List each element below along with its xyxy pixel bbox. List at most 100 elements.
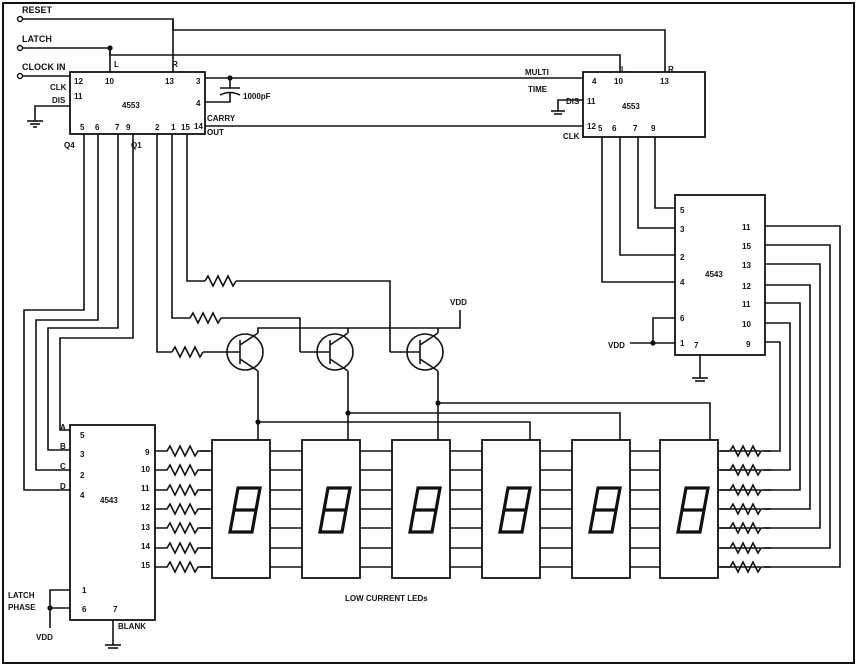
out-label: OUT (207, 128, 224, 137)
ic1-pin12: 12 (74, 77, 83, 86)
ic4-pin6: 6 (82, 605, 87, 614)
ic2-pin4: 4 (592, 77, 597, 86)
svg-text:11: 11 (742, 223, 751, 232)
svg-text:13: 13 (742, 261, 751, 270)
clock-in-terminal (16, 72, 24, 80)
carry-label: CARRY (207, 114, 236, 123)
svg-text:6: 6 (680, 314, 685, 323)
svg-text:B: B (60, 442, 66, 451)
digit-transistor-1 (220, 332, 264, 372)
svg-text:15: 15 (141, 561, 150, 570)
ic3-pin7: 7 (694, 341, 699, 350)
svg-text:5: 5 (680, 206, 685, 215)
latch-label: LATCH (22, 34, 52, 44)
digit-transistor-2 (300, 332, 354, 372)
ic3-4543-chip (674, 194, 766, 356)
ic2-pin6: 6 (612, 124, 617, 133)
ic2-pin10: 10 (614, 77, 623, 86)
ic4-input-labels: A B C D (60, 423, 66, 491)
ic1-pin9: 9 (126, 123, 131, 132)
ic4-4543-chip (69, 424, 156, 621)
svg-text:2: 2 (80, 471, 85, 480)
latch-terminal (16, 44, 24, 52)
ic2-pin9: 9 (651, 124, 656, 133)
svg-text:4: 4 (80, 491, 85, 500)
ic1-pin10: 10 (105, 77, 114, 86)
led-display-1 (211, 439, 271, 579)
ic4-power-wiring (47, 589, 121, 649)
reset-label: RESET (22, 5, 53, 15)
ic4-blank-label: BLANK (118, 622, 146, 631)
ic3-power-wiring (630, 317, 708, 382)
svg-text:14: 14 (141, 542, 150, 551)
ic4-right-pins: 9 10 11 12 13 14 15 (141, 448, 150, 570)
ic1-pin13: 13 (165, 77, 174, 86)
ic1-r-label: R (172, 60, 178, 69)
svg-text:5: 5 (80, 431, 85, 440)
ic1-pin3: 3 (196, 77, 201, 86)
ic1-q4-label: Q4 (64, 141, 75, 150)
led-display-2 (301, 439, 361, 579)
ic2-dis-label: DIS (566, 97, 580, 106)
ic2-pin13: 13 (660, 77, 669, 86)
ic2-pin5: 5 (598, 124, 603, 133)
ic1-pin7: 7 (115, 123, 120, 132)
clock-in-label: CLOCK IN (22, 62, 66, 72)
svg-text:A: A (60, 423, 66, 432)
svg-text:9: 9 (746, 340, 751, 349)
ic3-vdd-label: VDD (608, 341, 625, 350)
ic2-clk-label: CLK (563, 132, 580, 141)
ic4-left-pins: 5 3 2 4 (80, 431, 85, 500)
ic1-to-ic4-wires (23, 134, 134, 491)
right-segment-resistors (720, 225, 841, 574)
ic2-pin7: 7 (633, 124, 638, 133)
ic3-part-label: 4543 (705, 270, 723, 279)
ic1-pin1: 1 (171, 123, 176, 132)
svg-text:9: 9 (145, 448, 150, 457)
time-label: TIME (528, 85, 548, 94)
ic1-4553-chip (69, 71, 206, 135)
svg-text:12: 12 (141, 503, 150, 512)
ic2-to-ic3-wires (601, 137, 675, 283)
input-wires (23, 18, 666, 78)
ic2-l-label: L (621, 65, 626, 74)
ic1-pin14: 14 (194, 122, 203, 131)
ic4-vdd-label: VDD (36, 633, 53, 642)
ic1-pin11: 11 (74, 92, 83, 101)
ic1-pin15: 15 (181, 123, 190, 132)
ic2-pin12: 12 (587, 122, 596, 131)
ic1-pin2: 2 (155, 123, 160, 132)
ic4-part-label: 4543 (100, 496, 118, 505)
ic2-dis-ground-symbol (551, 99, 583, 115)
ic1-pin5: 5 (80, 123, 85, 132)
left-segment-resistors (155, 444, 210, 574)
capacitor-1000pf (205, 75, 585, 103)
ic2-pin11: 11 (587, 97, 596, 106)
svg-text:3: 3 (680, 225, 685, 234)
ic2-r-label: R (668, 65, 674, 74)
multi-label: MULTI (525, 68, 549, 77)
svg-text:11: 11 (141, 484, 150, 493)
ic1-l-label: L (114, 60, 119, 69)
ic2-4553-chip (582, 71, 706, 138)
svg-text:2: 2 (680, 253, 685, 262)
svg-text:4: 4 (680, 278, 685, 287)
ic1-clk-label: CLK (50, 83, 67, 92)
base-drive-wires (156, 134, 711, 440)
svg-text:10: 10 (141, 465, 150, 474)
svg-text:10: 10 (742, 320, 751, 329)
ic1-q1-label: Q1 (131, 141, 142, 150)
led-display-4 (481, 439, 541, 579)
display-caption: LOW CURRENT LEDs (345, 594, 428, 603)
led-display-5 (571, 439, 631, 579)
ic4-pin7: 7 (113, 605, 118, 614)
ic1-pin6: 6 (95, 123, 100, 132)
svg-text:1: 1 (680, 339, 685, 348)
ic1-dis-ground-symbol (27, 105, 70, 128)
digit-transistor-3 (390, 332, 444, 372)
ic4-pin1: 1 (82, 586, 87, 595)
led-display-6 (659, 439, 719, 579)
